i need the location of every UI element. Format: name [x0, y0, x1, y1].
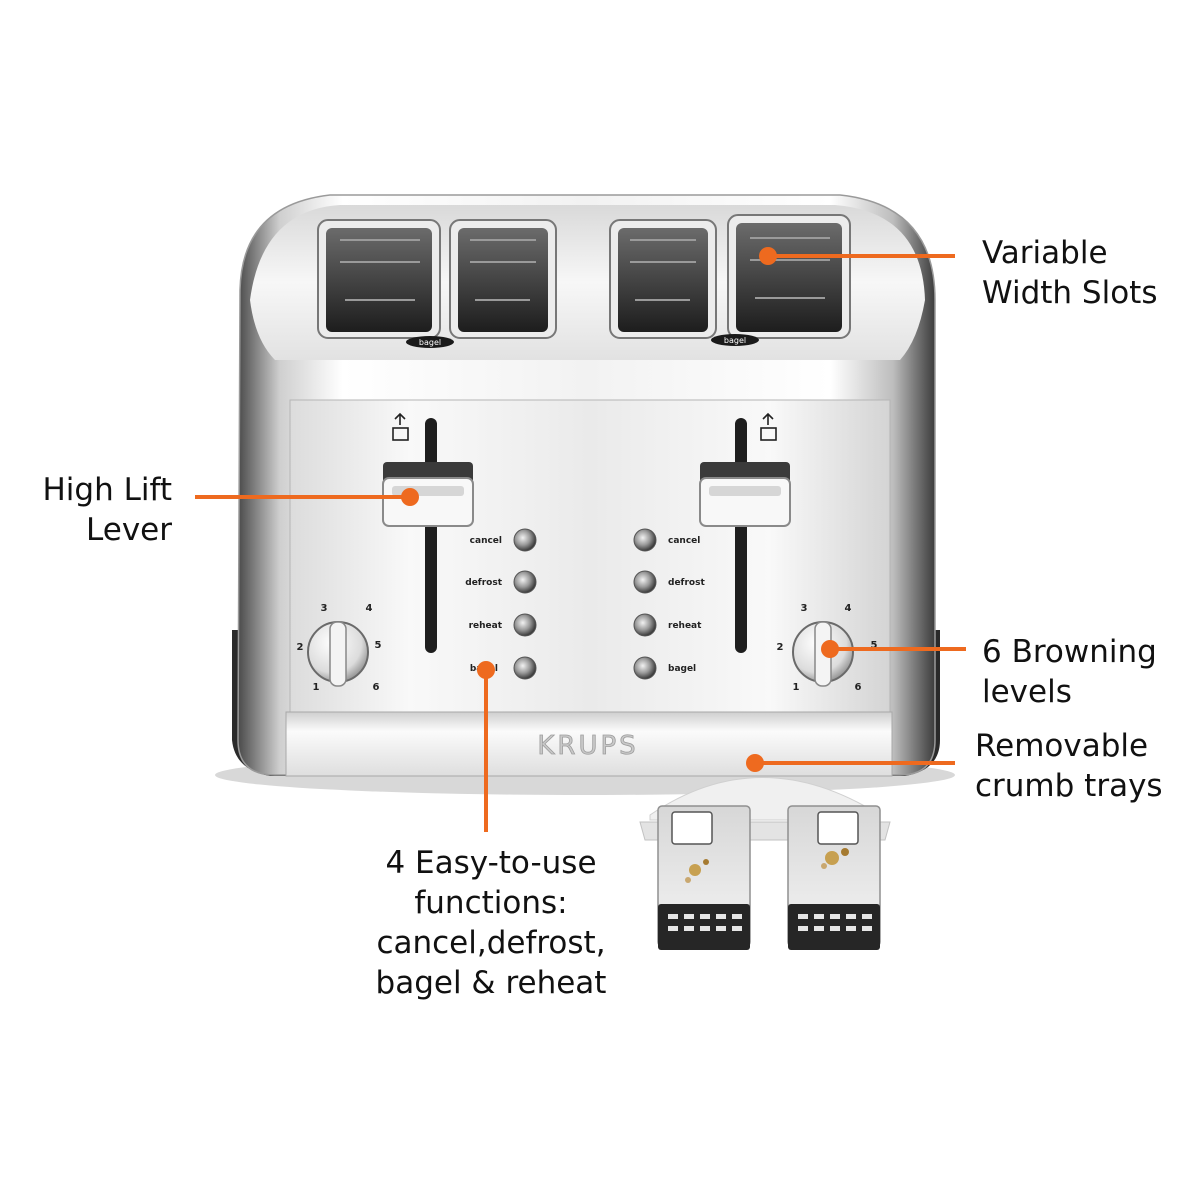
bagel-button-right[interactable]: [633, 656, 657, 680]
dial-number: 1: [313, 682, 320, 693]
callout-line: bagel & reheat: [375, 965, 607, 1001]
right-function-buttons: cancel defrost reheat bagel: [633, 528, 705, 680]
callout-line: Width Slots: [982, 275, 1158, 311]
callout-line: 4 Easy-to-use: [385, 845, 597, 881]
crumb-tray-left: [657, 805, 751, 950]
reheat-button-right[interactable]: [633, 613, 657, 637]
cancel-button-right[interactable]: [633, 528, 657, 552]
defrost-button-left[interactable]: [513, 570, 537, 594]
callout-line: Lever: [86, 512, 172, 548]
dial-number: 1: [793, 682, 800, 693]
button-label: reheat: [668, 621, 702, 631]
callout-variable-width-slots: Variable Width Slots: [982, 233, 1157, 313]
callout-line: 6 Browning: [982, 634, 1157, 670]
slot-label-right: bagel: [724, 336, 746, 345]
callout-leaders: [195, 254, 966, 832]
lever-left[interactable]: [382, 462, 474, 527]
callout-high-lift-lever: High Lift Lever: [20, 470, 172, 550]
crumb-tray-right: [787, 805, 881, 950]
callout-dots: [401, 247, 839, 772]
dial-number: 4: [366, 603, 373, 614]
callout-functions: 4 Easy-to-use functions: cancel,defrost,…: [341, 843, 641, 1003]
slot-opening: [458, 228, 548, 332]
bagel-slot-tag: [406, 336, 454, 348]
lever-right[interactable]: [699, 462, 791, 527]
bagel-slot-tag: [711, 334, 759, 346]
callout-dot: [746, 754, 764, 772]
dial-number: 6: [373, 682, 380, 693]
button-label: bagel: [668, 664, 696, 674]
callout-dot: [477, 661, 495, 679]
callout-dot: [401, 488, 419, 506]
defrost-button-right[interactable]: [633, 570, 657, 594]
button-label: defrost: [668, 578, 705, 588]
bread-slots: bagel bagel: [317, 214, 851, 348]
slot-opening: [326, 228, 432, 332]
button-label: reheat: [469, 621, 503, 631]
callout-line: cancel,defrost,: [376, 925, 606, 961]
callout-line: levels: [982, 674, 1072, 710]
cancel-button-left[interactable]: [513, 528, 537, 552]
front-panel: [289, 399, 891, 716]
bagel-button-left[interactable]: [513, 656, 537, 680]
callout-line: Removable: [975, 728, 1149, 764]
dial-number: 3: [801, 603, 808, 614]
lever-track-left: [425, 418, 437, 653]
brand-logo: KRUPS: [537, 731, 638, 761]
lift-icon: [392, 412, 409, 441]
callout-line: Variable: [982, 235, 1108, 271]
lever-track-right: [735, 418, 747, 653]
dial-numbers-left: 1 2 3 4 5 6: [297, 603, 382, 693]
dial-numbers-right: 1 2 3 4 5 6: [777, 603, 878, 693]
dial-number: 6: [855, 682, 862, 693]
toaster-illustration: bagel bagel: [215, 194, 955, 795]
button-label: cancel: [668, 536, 700, 546]
callout-line: High Lift: [42, 472, 172, 508]
slot-label-left: bagel: [419, 338, 441, 347]
bottom-trim: [285, 711, 893, 777]
callout-dot: [821, 640, 839, 658]
callout-crumb-trays: Removable crumb trays: [975, 726, 1163, 806]
slot-opening: [618, 228, 708, 332]
reheat-button-left[interactable]: [513, 613, 537, 637]
lift-icon: [760, 412, 777, 441]
dial-number: 5: [375, 640, 382, 651]
button-label: defrost: [465, 578, 502, 588]
browning-dial-left[interactable]: [307, 621, 369, 687]
dial-number: 4: [845, 603, 852, 614]
callout-dot: [759, 247, 777, 265]
slot-opening: [736, 223, 842, 332]
dial-number: 3: [321, 603, 328, 614]
button-label: cancel: [470, 536, 502, 546]
callout-line: crumb trays: [975, 768, 1163, 804]
callout-browning-levels: 6 Browning levels: [982, 632, 1157, 712]
callout-line: functions:: [414, 885, 568, 921]
dial-number: 2: [777, 642, 784, 653]
dial-number: 5: [871, 640, 878, 651]
crumb-tray-inset: [639, 777, 891, 950]
dial-number: 2: [297, 642, 304, 653]
